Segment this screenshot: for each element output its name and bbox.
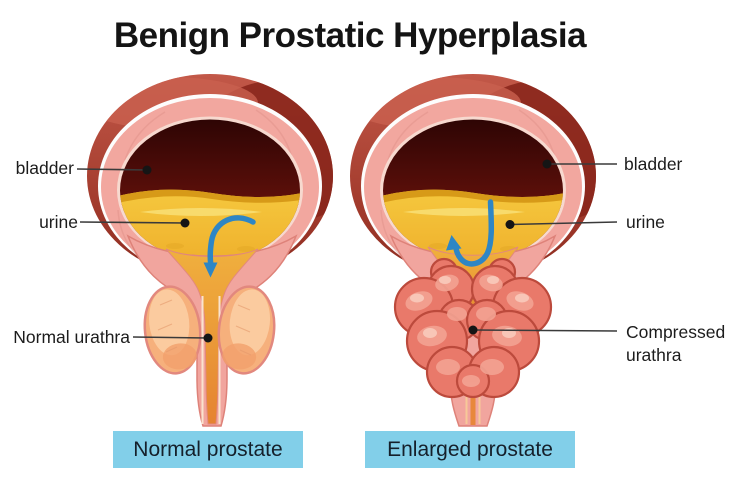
leader-urethra-right — [468, 325, 618, 335]
leader-urine-right — [505, 220, 618, 229]
normal-prostate-lobes — [143, 285, 276, 375]
label-bladder-right: bladder — [624, 154, 683, 174]
lobe-texture — [157, 299, 252, 356]
label-normal-urethra: Normal urathra — [13, 327, 130, 347]
figure-normal-prostate — [76, 74, 368, 427]
leader-dot — [542, 159, 552, 169]
urine-flow-arrow-blocked — [446, 199, 495, 267]
figure-enlarged-prostate — [345, 74, 631, 427]
page-title: Benign Prostatic Hyperplasia — [113, 16, 587, 55]
label-compressed-urethra: Compressed urathra — [626, 322, 726, 365]
caption-enlarged-prostate: Enlarged prostate — [365, 431, 575, 468]
label-urine-right: urine — [626, 212, 665, 232]
leader-dot — [203, 333, 213, 343]
leader-bladder-right — [542, 159, 617, 169]
leader-dot — [180, 218, 190, 228]
leader-dot — [142, 165, 152, 175]
leader-dot — [468, 325, 478, 335]
leader-bladder-left — [76, 165, 152, 175]
urethra-channel-lining — [201, 296, 221, 424]
caption-normal-prostate: Normal prostate — [113, 431, 303, 468]
label-urine-left: urine — [39, 212, 78, 232]
label-bladder-left: bladder — [15, 158, 74, 178]
urine-flow-arrow — [203, 215, 256, 278]
leader-urine-left — [79, 218, 190, 228]
leader-urethra-left — [132, 333, 213, 343]
leader-dot — [505, 220, 515, 229]
